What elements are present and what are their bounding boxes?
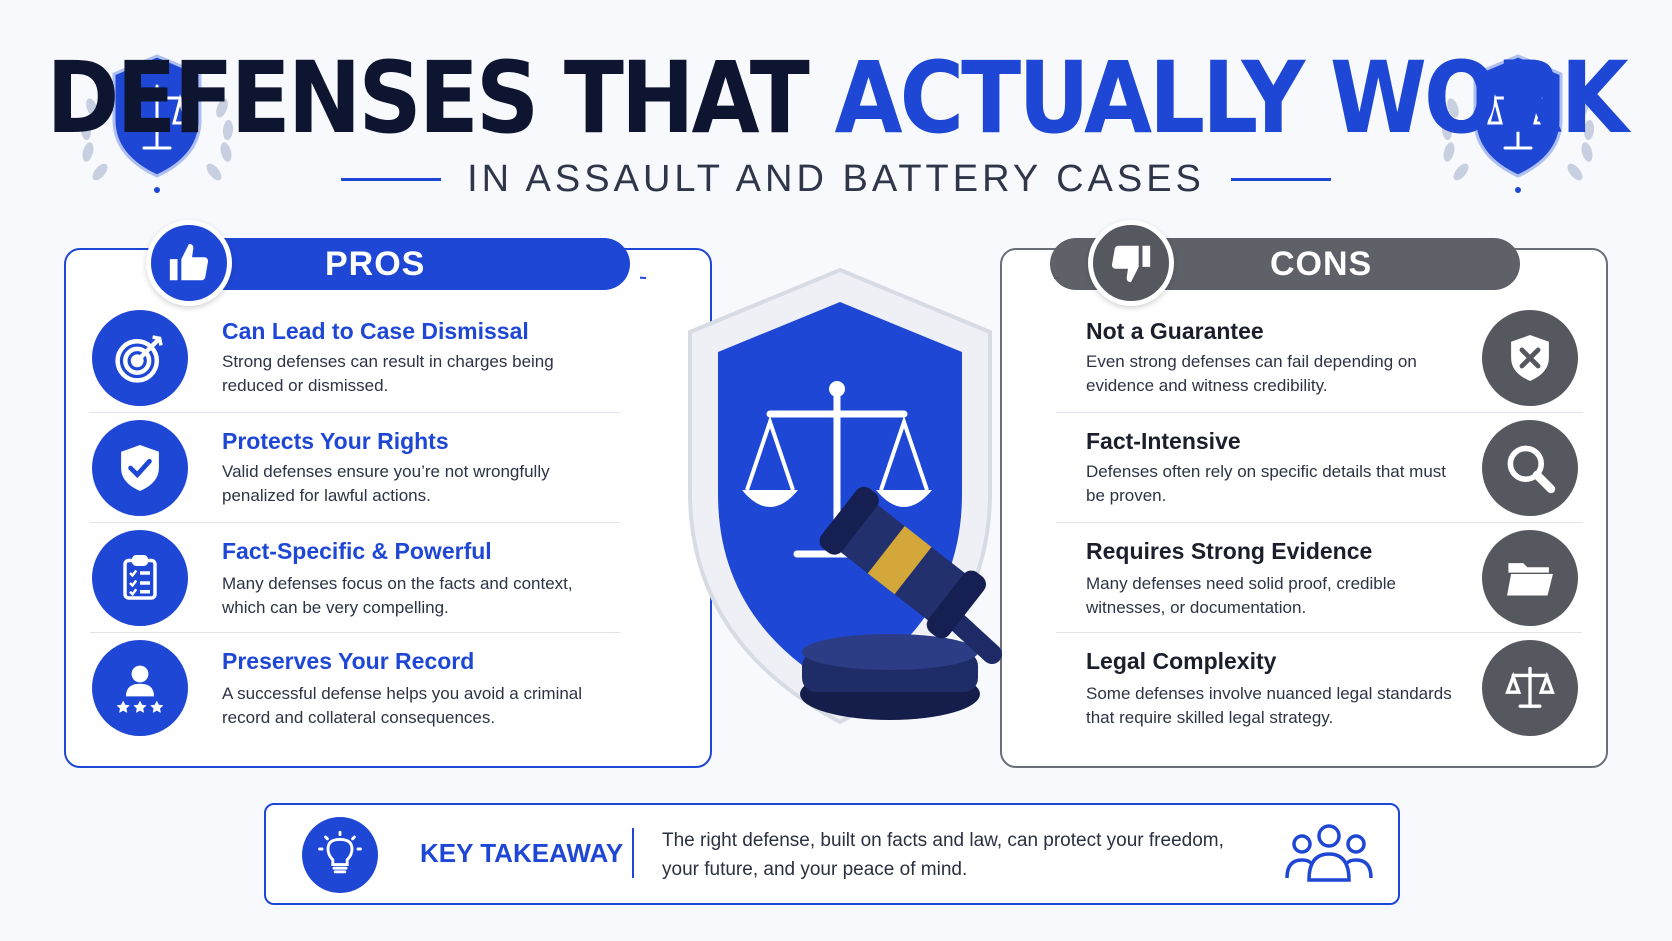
- row-divider: [90, 412, 620, 413]
- row-divider: [1056, 412, 1582, 413]
- person-stars-icon: [92, 640, 188, 736]
- subtitle-rule-left: [341, 177, 442, 181]
- scales-shield-icon: [80, 54, 234, 193]
- cons-item-title: Requires Strong Evidence: [1086, 538, 1373, 564]
- pros-item-title: Can Lead to Case Dismissal: [222, 318, 529, 344]
- pros-item-title: Preserves Your Record: [222, 648, 475, 674]
- shield-x-icon: [1482, 310, 1578, 406]
- pros-item-title: Fact-Specific & Powerful: [222, 538, 492, 564]
- people-group-icon: [1285, 824, 1373, 882]
- folder-icon: [1482, 530, 1578, 626]
- row-divider: [1056, 522, 1582, 523]
- cons-item-desc: Even strong defenses can fail depending …: [1086, 352, 1417, 395]
- pros-item-desc: Strong defenses can result in charges be…: [222, 352, 554, 395]
- cons-item-desc: Defenses often rely on specific details …: [1086, 462, 1447, 505]
- pros-item-desc: A successful defense helps you avoid a c…: [222, 684, 583, 727]
- scales-icon: [1482, 640, 1578, 736]
- subtitle-row: IN ASSAULT AND BATTERY CASES: [0, 154, 1672, 204]
- row-divider: [90, 522, 620, 523]
- clipboard-checklist-icon: [92, 530, 188, 626]
- page-title: DEFENSES THAT ACTUALLY WORK: [0, 40, 1672, 155]
- pros-item-desc: Many defenses focus on the facts and con…: [222, 574, 573, 617]
- target-icon: [92, 310, 188, 406]
- page-subtitle: IN ASSAULT AND BATTERY CASES: [467, 157, 1205, 200]
- cons-item-desc: Many defenses need solid proof, credible…: [1086, 574, 1396, 617]
- title-part-1: DEFENSES THAT: [46, 40, 810, 156]
- subtitle-rule-right: [1230, 177, 1331, 181]
- cons-label: CONS: [1270, 244, 1373, 283]
- magnifier-icon: [1482, 420, 1578, 516]
- cons-item-title: Not a Guarantee: [1086, 318, 1264, 344]
- cons-item-desc: Some defenses involve nuanced legal stan…: [1086, 684, 1452, 727]
- pros-label: PROS: [325, 244, 426, 283]
- row-divider: [90, 632, 620, 633]
- row-divider: [1056, 632, 1582, 633]
- pros-item-desc: Valid defenses ensure you’re not wrongfu…: [222, 462, 550, 505]
- lightbulb-icon: [302, 817, 378, 893]
- thumbs-up-icon: [146, 220, 232, 306]
- thumbs-down-icon: [1088, 220, 1174, 306]
- cons-item-title: Fact-Intensive: [1086, 428, 1241, 454]
- shield-check-icon: [92, 420, 188, 516]
- pros-item-title: Protects Your Rights: [222, 428, 449, 454]
- shield-scales-gavel-icon: [640, 267, 1060, 725]
- key-takeaway-text: The right defense, built on facts and la…: [662, 830, 1224, 880]
- takeaway-divider: [632, 828, 634, 878]
- cons-item-title: Legal Complexity: [1086, 648, 1277, 674]
- key-takeaway-label: KEY TAKEAWAY: [420, 838, 624, 868]
- title-part-2: ACTUALLY WORK: [834, 40, 1628, 156]
- key-takeaway-box: [264, 803, 1400, 905]
- scales-shield-icon: [1441, 54, 1595, 193]
